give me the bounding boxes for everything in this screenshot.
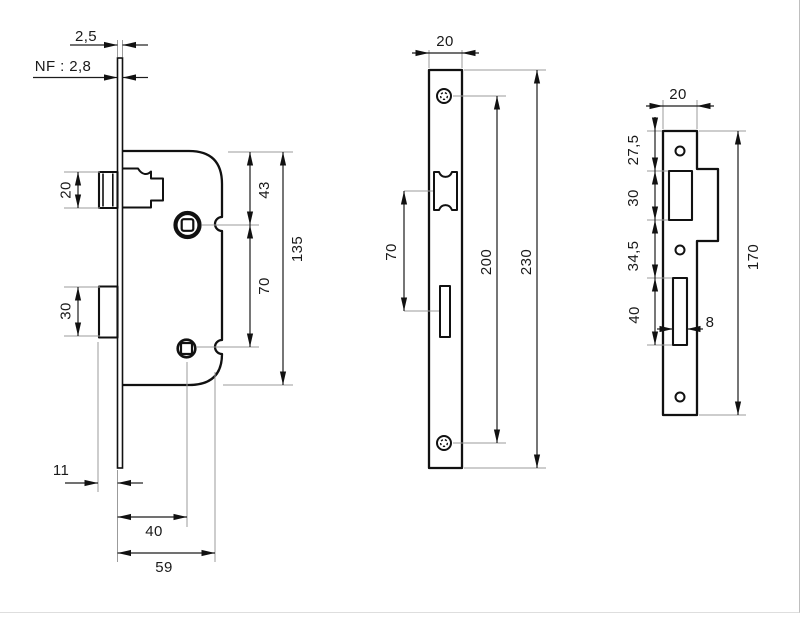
strike-screw-hole-bottom bbox=[674, 391, 686, 403]
dim-backset: 40 bbox=[117, 513, 187, 540]
dim-label-bolt-opening-width: 8 bbox=[706, 314, 715, 331]
dim-label-faceplate-width: 20 bbox=[436, 33, 454, 50]
dim-label-bolt-opening-height: 40 bbox=[626, 306, 643, 324]
strike-plate-view bbox=[661, 129, 720, 417]
deadbolt-cutout bbox=[439, 285, 451, 338]
dim-case-depth: 59 bbox=[117, 549, 215, 576]
dim-label-top-to-latch: 27,5 bbox=[625, 135, 642, 166]
dim-follower-to-key: 70 bbox=[246, 225, 273, 347]
dim-top-to-follower: 43 bbox=[246, 152, 273, 225]
dim-bolt-throw: 11 bbox=[53, 462, 143, 487]
screw-hole-top bbox=[436, 88, 452, 104]
latch-cutout bbox=[433, 171, 458, 211]
latch-bolt-profile bbox=[122, 167, 164, 209]
spindle-square-hole bbox=[180, 218, 195, 232]
dim-bolt-height: 30 bbox=[58, 287, 82, 336]
faceplate-dimensions: 20 70 200 230 bbox=[383, 33, 546, 469]
dim-label-faceplate-height: 230 bbox=[518, 249, 535, 275]
dim-latch-to-bolt: 70 bbox=[383, 191, 408, 311]
strike-plate-outline bbox=[661, 129, 720, 417]
dim-label-strike-latch-to-bolt: 34,5 bbox=[625, 241, 642, 272]
dim-strike-width: 20 bbox=[646, 86, 714, 110]
dim-screw-spacing: 200 bbox=[478, 96, 501, 443]
dim-latch-height: 20 bbox=[58, 172, 82, 208]
key-square-hole bbox=[179, 341, 194, 356]
dim-faceplate-thickness: 2,5 bbox=[70, 28, 148, 49]
strike-latch-opening bbox=[667, 169, 694, 222]
faceplate-outline bbox=[427, 68, 464, 470]
dim-label-latch-height: 20 bbox=[58, 181, 75, 199]
dim-label-screw-spacing: 200 bbox=[478, 249, 495, 275]
dim-label-case-depth: 59 bbox=[155, 559, 173, 576]
dim-strike-height: 170 bbox=[734, 131, 762, 415]
key-follower-ring bbox=[176, 338, 197, 359]
strike-screw-hole-middle bbox=[674, 244, 686, 256]
dim-label-bolt-height: 30 bbox=[58, 302, 75, 320]
dim-label-strike-width: 20 bbox=[669, 86, 687, 103]
lock-case-outline bbox=[122, 149, 224, 387]
dim-label-faceplate-thickness: 2,5 bbox=[75, 28, 97, 45]
screw-hole-bottom bbox=[436, 435, 452, 451]
dim-label-bolt-throw: 11 bbox=[53, 462, 69, 479]
dim-label-nf-standard: NF : 2,8 bbox=[35, 58, 92, 75]
dim-case-height: 135 bbox=[279, 152, 306, 385]
dim-label-backset: 40 bbox=[145, 523, 163, 540]
handle-follower-ring bbox=[173, 210, 202, 240]
strike-screw-hole-top bbox=[674, 145, 686, 157]
dim-faceplate-width: 20 bbox=[412, 33, 479, 57]
dim-nf-standard: NF : 2,8 bbox=[33, 58, 148, 81]
strike-bolt-opening bbox=[671, 276, 689, 347]
faceplate-edge bbox=[116, 57, 124, 469]
side-view-dimensions: 2,5 NF : 2,8 20 30 43 70 bbox=[33, 28, 306, 576]
dim-label-top-to-follower: 43 bbox=[256, 181, 273, 199]
dim-label-follower-to-key: 70 bbox=[256, 277, 273, 295]
dim-label-strike-height: 170 bbox=[745, 244, 762, 270]
latch-head bbox=[97, 170, 119, 210]
dim-bolt-opening-width: 8 bbox=[657, 314, 715, 333]
strike-dimensions: 20 27,5 30 34,5 40 8 170 bbox=[625, 86, 762, 416]
dim-label-latch-opening-height: 30 bbox=[625, 189, 642, 207]
dim-label-case-height: 135 bbox=[289, 236, 306, 262]
deadbolt-head bbox=[97, 285, 119, 339]
dim-label-latch-to-bolt: 70 bbox=[383, 243, 400, 261]
dim-strike-chain: 27,5 30 34,5 40 bbox=[625, 117, 659, 345]
dim-faceplate-height: 230 bbox=[518, 70, 541, 468]
lock-case-side-view bbox=[97, 57, 224, 469]
faceplate-front-view bbox=[427, 68, 464, 470]
